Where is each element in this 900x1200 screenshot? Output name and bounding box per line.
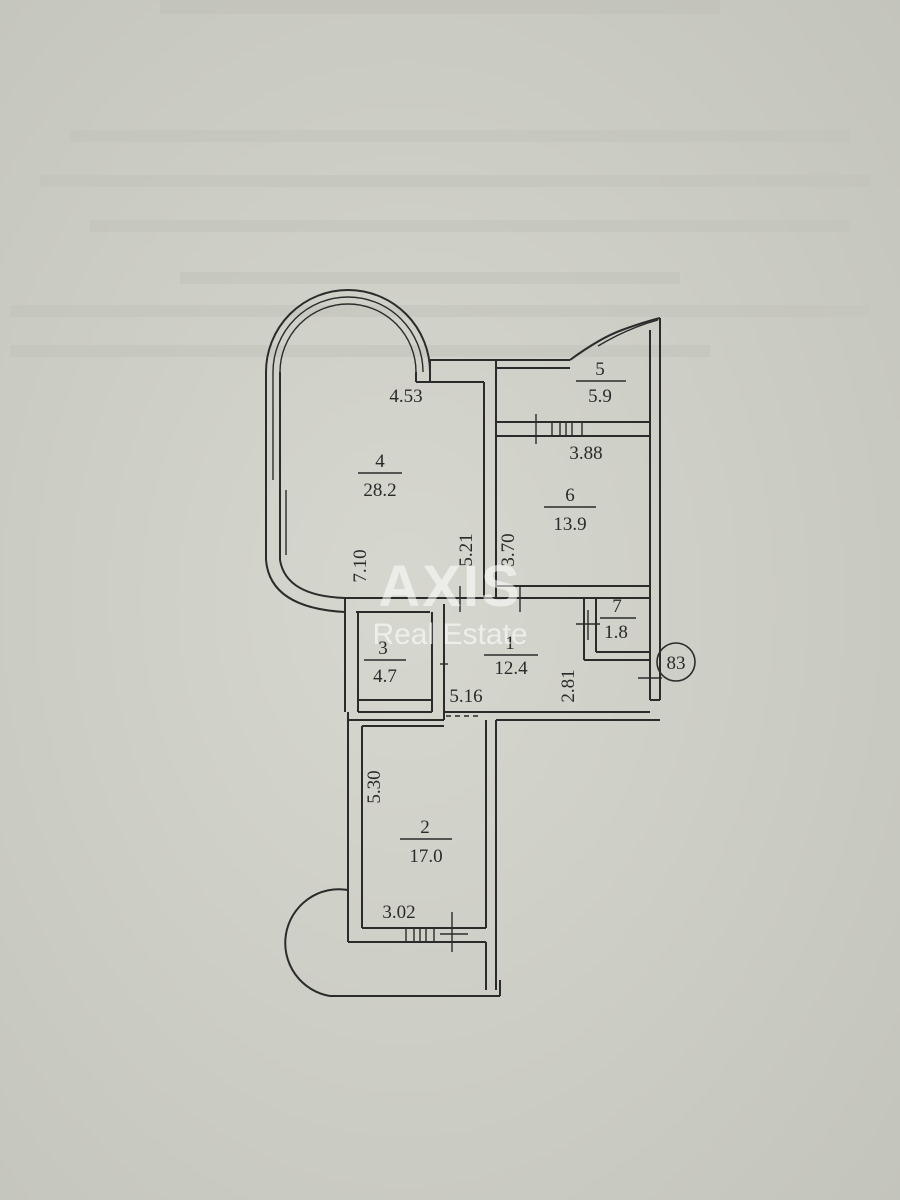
show-through-lines <box>10 0 870 357</box>
room-2-area: 17.0 <box>409 846 442 867</box>
room-labels: 4 28.2 5 5.9 6 13.9 7 1.8 3 4.7 1 12.4 2… <box>358 359 636 867</box>
room-3-area: 4.7 <box>373 666 397 687</box>
room-1-area: 12.4 <box>494 658 528 679</box>
dim-5-16: 5.16 <box>449 686 482 707</box>
dim-3-02: 3.02 <box>382 902 415 923</box>
room-7-area: 1.8 <box>604 622 628 643</box>
watermark-sub: Real Estate <box>372 618 527 651</box>
dim-5-21: 5.21 <box>456 533 477 566</box>
room-5-number: 5 <box>595 359 605 380</box>
dim-5-30: 5.30 <box>364 770 385 803</box>
dimension-labels: 4.53 3.88 5.21 3.70 7.10 5.16 2.81 5.30 … <box>350 386 603 923</box>
dim-3-88: 3.88 <box>569 443 602 464</box>
walls <box>265 289 661 997</box>
room-4-area: 28.2 <box>363 480 396 501</box>
room-4-number: 4 <box>375 451 385 472</box>
room-1-number: 1 <box>505 633 515 654</box>
openings <box>405 414 662 952</box>
dim-3-70: 3.70 <box>498 533 519 566</box>
watermark-brand: AXIS <box>378 554 521 619</box>
room-6-number: 6 <box>565 485 575 506</box>
stair-marker: 83 <box>656 642 696 682</box>
room-3-number: 3 <box>378 638 388 659</box>
dim-2-81: 2.81 <box>558 669 579 702</box>
dim-4-53: 4.53 <box>389 386 422 407</box>
room-7-number: 7 <box>612 596 622 617</box>
room-2-number: 2 <box>420 817 430 838</box>
room-6-area: 13.9 <box>553 514 586 535</box>
dim-7-10: 7.10 <box>350 549 371 582</box>
room-5-area: 5.9 <box>588 386 612 407</box>
marker-number: 83 <box>667 653 686 674</box>
axis-watermark: AXIS Real Estate <box>372 554 527 651</box>
